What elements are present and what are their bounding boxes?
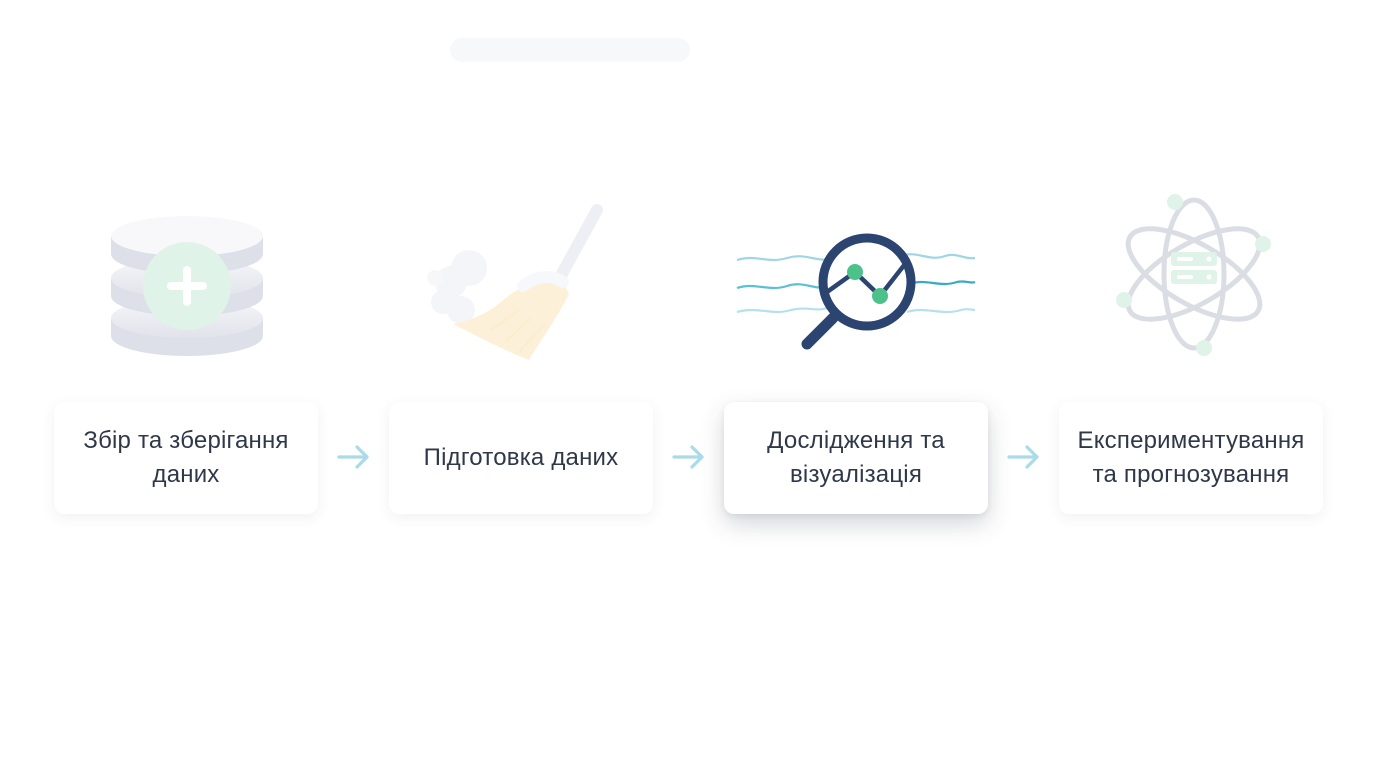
atom-server-icon — [1061, 190, 1321, 370]
arrow-right-icon — [671, 442, 707, 472]
step-label: Дослідження та візуалізація — [767, 427, 945, 488]
magnifier-chart-icon — [731, 190, 981, 370]
faded-background-decoration — [450, 38, 690, 62]
step-card[interactable]: Збір та зберігання даних — [54, 402, 318, 514]
step-label: Підготовка даних — [423, 444, 619, 471]
arrow-right-icon — [1006, 442, 1042, 472]
step-data-collection: Збір та зберігання даних — [54, 0, 318, 768]
step-experimentation-forecasting: Експериментування та прогнозування — [1059, 0, 1323, 768]
step-data-preparation: Підготовка даних — [389, 0, 653, 768]
step-card[interactable]: Експериментування та прогнозування — [1059, 402, 1323, 514]
step-label: Експериментування та прогнозування — [1077, 427, 1305, 488]
step-card[interactable]: Підготовка даних — [389, 402, 653, 514]
arrow-right-icon — [336, 442, 372, 472]
step-label: Збір та зберігання даних — [83, 427, 289, 488]
broom-icon — [391, 190, 651, 370]
step-card-active[interactable]: Дослідження та візуалізація — [724, 402, 988, 514]
step-exploration-visualization: Дослідження та візуалізація — [724, 0, 988, 768]
database-plus-icon — [56, 190, 316, 370]
